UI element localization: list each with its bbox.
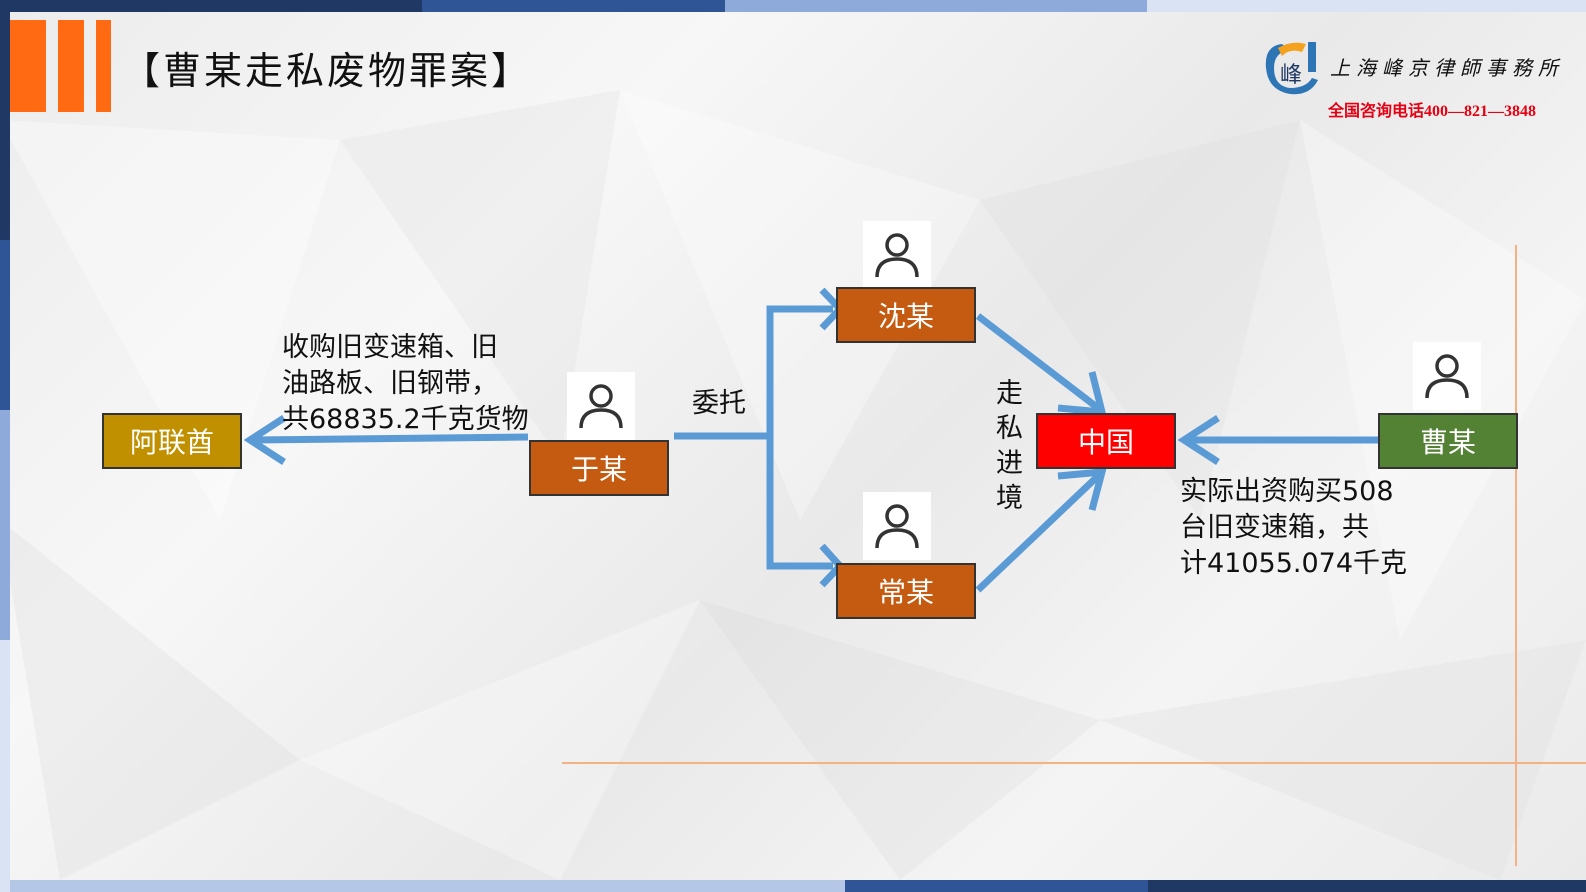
arrow-head-alianqiu [243,415,286,465]
smuggle-char-2: 私 [996,413,1023,444]
purchase-line-2: 油路板、旧钢带， [282,368,498,399]
smuggle-label: 走 私 进 境 [996,376,1023,516]
cao-purchase-label: 实际出资购买508 台旧变速箱，共 计41055.074千克 [1180,474,1407,582]
cao-line-2: 台旧变速箱，共 [1180,512,1369,543]
title-mark-3 [96,20,111,112]
arrow-head-china-right [1177,415,1220,465]
page-title: 【曹某走私废物罪案】 [122,49,533,93]
branch-line [766,305,833,570]
arrow-head-china-top [1057,371,1107,416]
left-bar-lightest [0,640,10,892]
cao-line-1: 实际出资购买508 [1180,476,1394,507]
smuggle-char-3: 进 [996,448,1023,479]
node-alianqiu: 阿联酋 [102,413,242,469]
title-mark-1 [10,20,46,112]
firm-logo: 峰 [1265,42,1318,95]
person-icon-chang [863,492,931,560]
bottom-bar-light [0,880,845,892]
arrow-head-china-bottom [1057,468,1107,511]
node-yu: 于某 [529,440,669,496]
title-mark-2 [58,20,84,112]
arrow-shen-to-china [975,313,1101,411]
left-bar-top [0,0,10,240]
purchase-line-1: 收购旧变速箱、旧 [282,332,498,363]
person-icon-cao [1413,342,1481,410]
arrow-yu-to-alianqiu [249,433,529,444]
node-chang: 常某 [836,563,976,619]
cao-line-3: 计41055.074千克 [1180,548,1408,579]
person-icon-yu [567,372,635,440]
svg-text:峰: 峰 [1280,63,1302,88]
bottom-bar-dark [1148,880,1586,892]
top-bar-light [725,0,1147,12]
top-bar-dark [0,0,422,12]
smuggle-char-4: 境 [996,483,1023,514]
node-shen: 沈某 [836,287,976,343]
left-bar-mid [0,240,10,410]
bottom-bar-mid [845,880,1148,892]
purchase-label: 收购旧变速箱、旧 油路板、旧钢带， 共68835.2千克货物 [282,330,529,438]
node-cao: 曹某 [1378,413,1518,469]
person-icon-shen [863,221,931,289]
top-bar-mid [422,0,725,12]
node-china: 中国 [1036,413,1176,469]
entrust-label: 委托 [692,388,746,419]
firm-name: 上海峰京律師事務所 [1330,56,1564,80]
smuggle-char-1: 走 [996,378,1023,409]
phone-number: 全国咨询电话400—821—3848 [1328,103,1537,120]
purchase-line-3: 共68835.2千克货物 [282,404,529,435]
left-bar-light [0,410,10,640]
top-bar-lightest [1147,0,1586,12]
arrow-chang-to-china [975,473,1101,593]
